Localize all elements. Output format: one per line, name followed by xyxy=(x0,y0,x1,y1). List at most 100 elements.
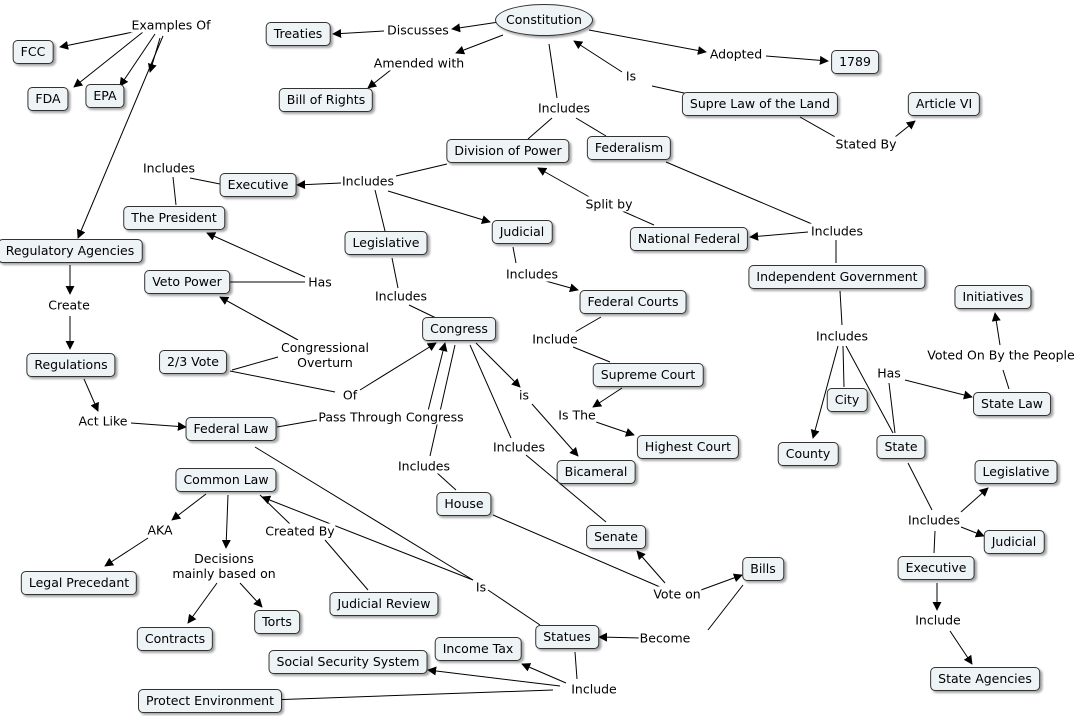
node-state-legislative[interactable]: Legislative xyxy=(974,460,1058,484)
node-torts[interactable]: Torts xyxy=(254,610,300,634)
node-regulations[interactable]: Regulations xyxy=(26,353,116,377)
node-division-of-power[interactable]: Division of Power xyxy=(446,139,570,163)
node-initiatives[interactable]: Initiatives xyxy=(954,285,1032,309)
link-created-by: Created By xyxy=(264,523,336,539)
link-includes-jud: Includes xyxy=(504,266,560,282)
node-highest-court[interactable]: Highest Court xyxy=(636,435,740,459)
connector-line xyxy=(259,494,291,525)
node-epa[interactable]: EPA xyxy=(85,84,125,108)
connector-line xyxy=(374,189,386,232)
node-legislative[interactable]: Legislative xyxy=(344,231,428,255)
connector-line xyxy=(119,33,156,87)
connector-line xyxy=(572,346,611,363)
connector-line xyxy=(574,316,602,333)
link-of: Of xyxy=(341,387,359,403)
link-decisions-based-on: Decisions mainly based on xyxy=(171,551,277,581)
connector-line xyxy=(598,632,641,642)
connector-line xyxy=(842,345,845,388)
node-federal-courts[interactable]: Federal Courts xyxy=(579,290,687,314)
link-congressional-overturn: Congressional Overturn xyxy=(280,340,370,370)
connector-line xyxy=(575,117,607,137)
node-supreme-court[interactable]: Supreme Court xyxy=(592,363,704,387)
node-state[interactable]: State xyxy=(876,435,926,459)
connector-line xyxy=(888,382,896,434)
connector-line xyxy=(268,689,554,705)
connector-line xyxy=(960,487,989,513)
node-state-executive[interactable]: Executive xyxy=(897,556,975,580)
link-includes-legis: Includes xyxy=(373,288,429,304)
connector-line xyxy=(933,530,936,554)
node-federalism[interactable]: Federalism xyxy=(586,136,672,160)
link-include-agencies: Include xyxy=(914,612,962,628)
connector-line xyxy=(408,304,437,319)
connector-line xyxy=(525,454,607,523)
node-1789[interactable]: 1789 xyxy=(831,50,879,74)
node-common-law[interactable]: Common Law xyxy=(175,468,277,492)
connector-line xyxy=(487,589,541,626)
node-national-federal[interactable]: National Federal xyxy=(629,227,749,251)
connector-line xyxy=(206,232,306,278)
connector-line xyxy=(261,495,474,581)
node-congress[interactable]: Congress xyxy=(422,317,496,341)
node-state-law[interactable]: State Law xyxy=(973,392,1051,416)
connector-line xyxy=(104,537,149,567)
node-legal-precedent[interactable]: Legal Precedant xyxy=(20,571,138,595)
connector-line xyxy=(475,342,521,388)
node-article-vi[interactable]: Article VI xyxy=(907,92,981,116)
node-house[interactable]: House xyxy=(436,492,492,516)
node-county[interactable]: County xyxy=(777,442,839,466)
node-statues[interactable]: Statues xyxy=(535,625,599,649)
connector-line xyxy=(845,345,894,434)
link-create: Create xyxy=(47,297,91,313)
link-include-courts: Include xyxy=(531,331,579,347)
connector-line xyxy=(219,296,299,341)
connector-line xyxy=(427,666,561,687)
node-fcc[interactable]: FCC xyxy=(12,40,54,64)
node-federal-law[interactable]: Federal Law xyxy=(185,417,277,441)
node-city[interactable]: City xyxy=(826,388,868,412)
connector-line xyxy=(276,419,318,428)
connector-line xyxy=(254,446,474,581)
node-judicial-review[interactable]: Judicial Review xyxy=(329,592,439,616)
link-amended-with: Amended with xyxy=(372,55,466,71)
node-bill-of-rights[interactable]: Bill of Rights xyxy=(278,88,374,112)
connector-line xyxy=(749,231,809,241)
node-constitution[interactable]: Constitution xyxy=(495,4,593,36)
node-treaties[interactable]: Treaties xyxy=(265,22,331,46)
node-senate[interactable]: Senate xyxy=(586,525,646,549)
node-state-judicial[interactable]: Judicial xyxy=(983,530,1045,554)
link-includes-const: Includes xyxy=(536,100,592,116)
link-includes-div: Includes xyxy=(340,173,396,189)
connector-line xyxy=(435,471,457,491)
link-include-statues: Include xyxy=(570,681,618,697)
link-vote-on: Vote on xyxy=(652,586,702,602)
connector-line xyxy=(527,117,553,140)
node-bicameral[interactable]: Bicameral xyxy=(556,460,636,484)
link-includes-indep: Includes xyxy=(814,328,870,344)
node-regulatory-agencies[interactable]: Regulatory Agencies xyxy=(0,239,143,263)
connector-line xyxy=(541,279,579,293)
node-fda[interactable]: FDA xyxy=(27,87,69,111)
node-supreme-law[interactable]: Supre Law of the Land xyxy=(681,92,839,116)
node-protect-environment[interactable]: Protect Environment xyxy=(138,689,282,713)
node-two-thirds-vote[interactable]: 2/3 Vote xyxy=(159,350,227,374)
link-examples-of: Examples Of xyxy=(130,17,212,33)
connector-line xyxy=(130,421,187,431)
node-veto-power[interactable]: Veto Power xyxy=(144,270,230,294)
node-executive[interactable]: Executive xyxy=(219,173,297,197)
node-income-tax[interactable]: Income Tax xyxy=(434,637,522,661)
node-bills[interactable]: Bills xyxy=(742,557,784,581)
node-contracts[interactable]: Contracts xyxy=(136,627,214,651)
node-judicial[interactable]: Judicial xyxy=(491,220,553,244)
node-social-security[interactable]: Social Security System xyxy=(268,650,428,674)
connector-line xyxy=(332,29,385,39)
connector-line xyxy=(799,116,838,139)
node-state-agencies[interactable]: State Agencies xyxy=(930,667,1040,691)
connector-line xyxy=(391,257,399,289)
connector-line xyxy=(73,31,144,88)
node-the-president[interactable]: The President xyxy=(123,206,225,230)
connector-line xyxy=(359,342,437,391)
node-independent-government[interactable]: Independent Government xyxy=(748,265,926,289)
connector-line xyxy=(387,190,491,224)
connector-line xyxy=(531,403,579,457)
